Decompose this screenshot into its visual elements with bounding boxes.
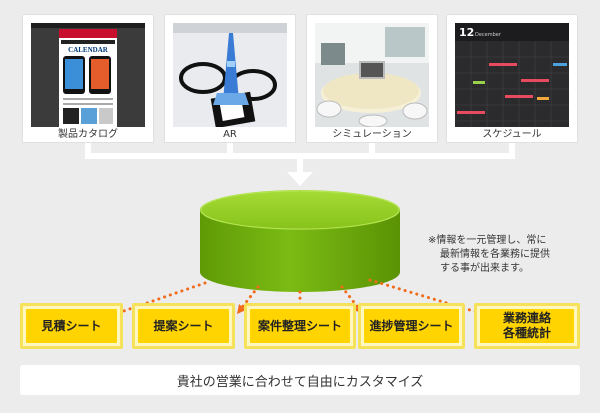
source-card-simulation: シミュレーション	[307, 15, 437, 142]
note-line-1: ※情報を一元管理し、常に	[428, 235, 547, 246]
output-box-proposal: 提案シート	[132, 303, 235, 349]
source-label-catalog: 製品カタログ	[58, 129, 118, 140]
source-label-schedule: スケジュール	[482, 129, 542, 140]
source-card-ar: AR	[165, 15, 295, 142]
output-box-business: 業務連絡 各種統計	[474, 303, 580, 349]
source-label-simulation: シミュレーション	[332, 129, 412, 140]
schedule-month: December	[475, 32, 502, 38]
source-card-schedule: 12 December	[447, 15, 577, 142]
output-label-progress: 進捗管理シート	[369, 318, 454, 333]
output-label-business-1: 業務連絡	[502, 311, 551, 325]
schedule-day: 12	[459, 26, 474, 39]
source-card-catalog: CALENDAR 製品カタログ	[23, 15, 153, 142]
note-text: ※情報を一元管理し、常に 最新情報を各業務に提供 する事が出来ます。	[428, 234, 588, 276]
output-label-estimate: 見積シート	[41, 318, 102, 333]
catalog-thumbnail: CALENDAR	[31, 23, 145, 127]
output-box-case: 案件整理シート	[244, 303, 356, 349]
output-box-estimate: 見積シート	[20, 303, 123, 349]
output-label-business-2: 各種統計	[502, 326, 551, 340]
output-label-proposal: 提案シート	[153, 318, 214, 333]
simulation-thumbnail	[315, 23, 429, 127]
output-label-case: 案件整理シート	[257, 318, 342, 333]
database-icon	[200, 190, 400, 292]
customize-bar: 貴社の営業に合わせて自由にカスタマイズ	[20, 365, 580, 395]
down-arrow-icon	[287, 172, 313, 186]
connector-lines	[85, 142, 515, 172]
catalog-brand: CALENDAR	[68, 46, 109, 54]
schedule-thumbnail: 12 December	[455, 23, 569, 127]
output-box-progress: 進捗管理シート	[358, 303, 465, 349]
ar-thumbnail	[173, 23, 287, 127]
note-line-3: する事が出来ます。	[440, 263, 529, 274]
source-label-ar: AR	[223, 129, 237, 140]
note-line-2: 最新情報を各業務に提供	[440, 249, 550, 260]
dotted-arrows	[116, 278, 482, 315]
